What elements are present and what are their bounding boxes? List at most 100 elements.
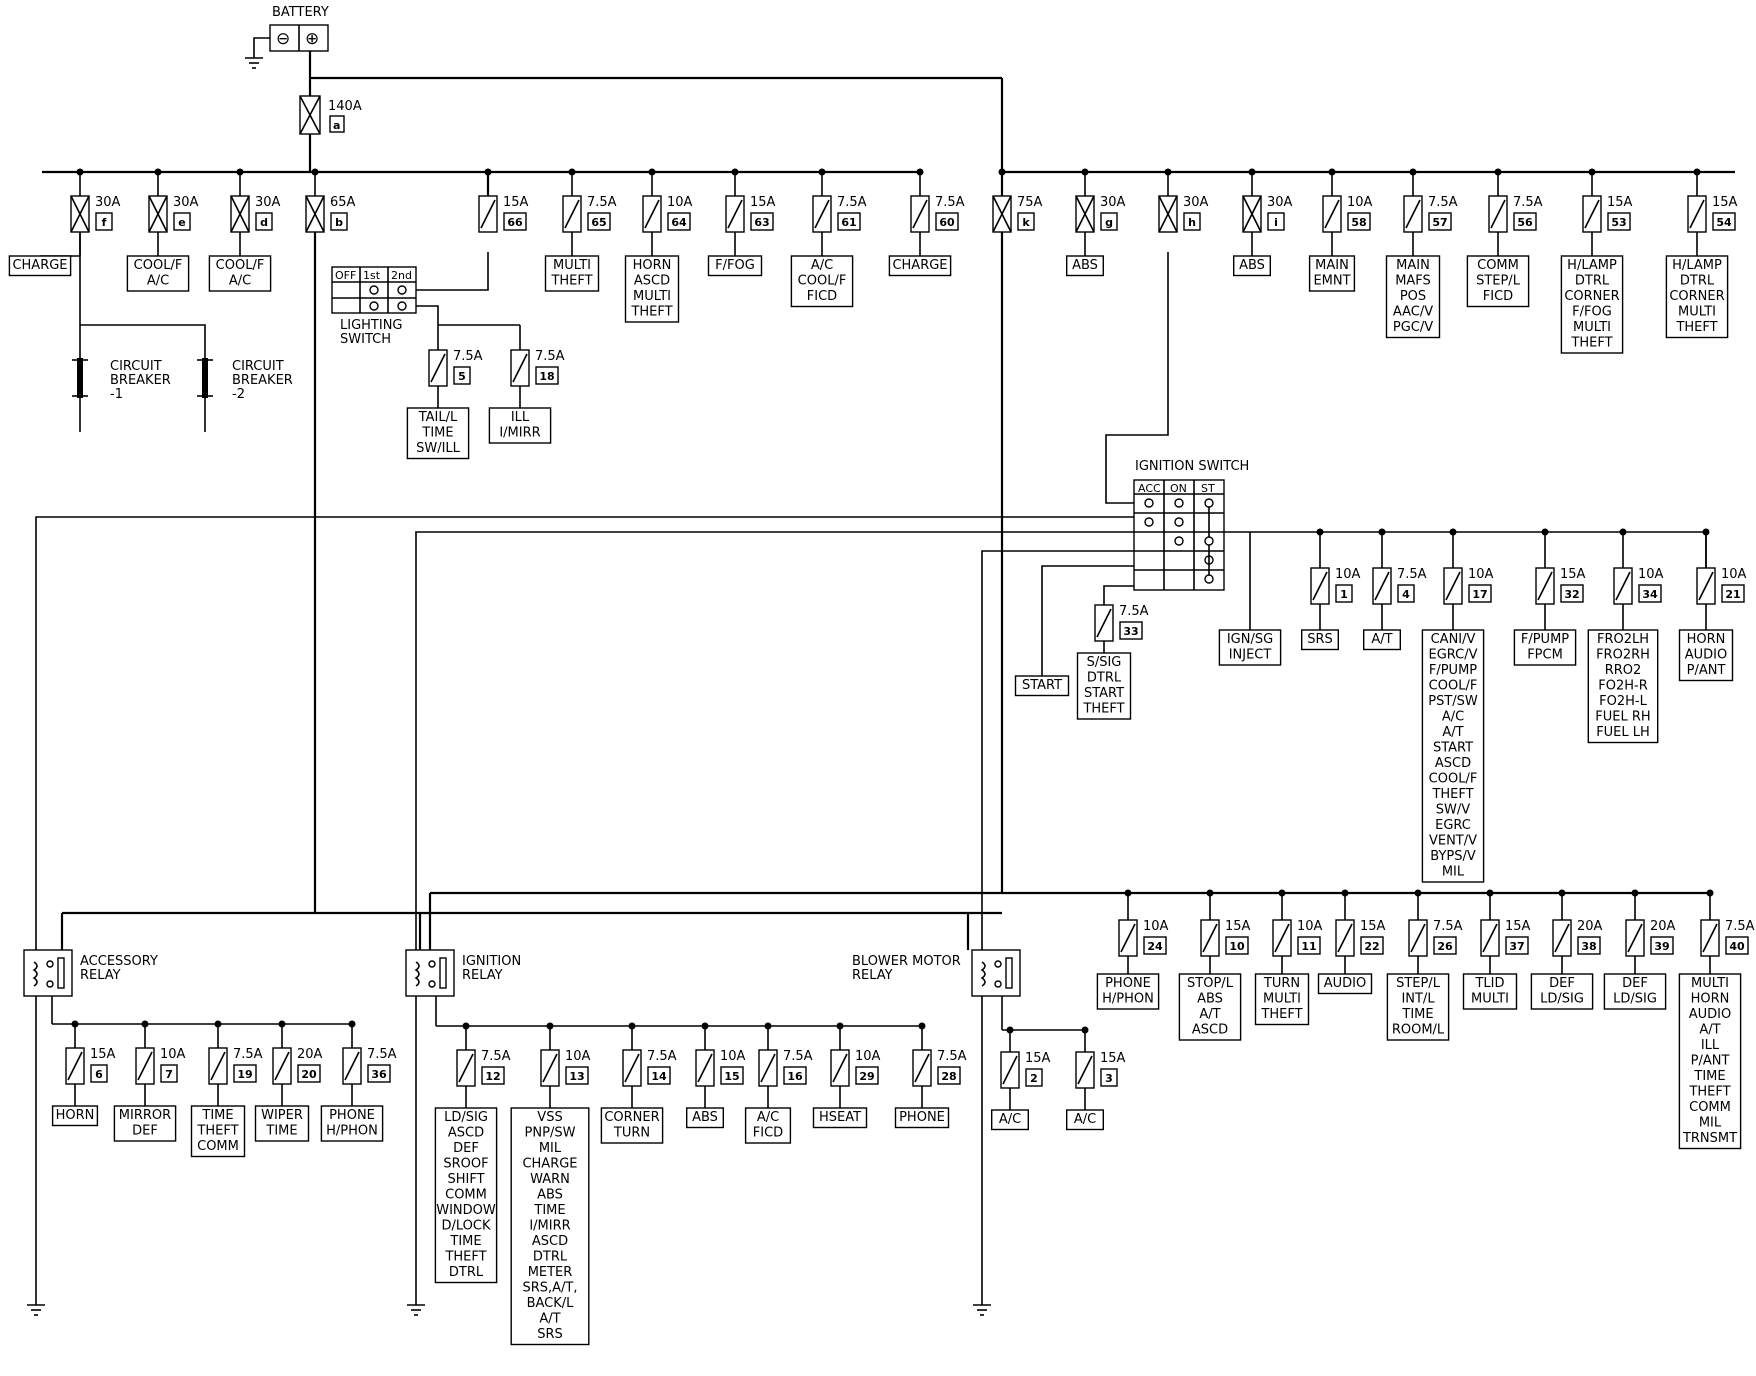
battery-title: BATTERY [272, 5, 329, 20]
fuse-id: 61 [841, 216, 856, 229]
load-box [488, 407, 552, 444]
load-box [113, 1105, 177, 1142]
fuse-4: 7.5A 4 [1372, 528, 1427, 630]
ignition-switch-header: ON [1170, 482, 1187, 495]
fuse-rating: 10A [667, 195, 693, 210]
fuse-rating: 10A [565, 1049, 591, 1064]
fuse-id: 7 [165, 1068, 173, 1081]
fuse-id: 15 [724, 1070, 739, 1083]
fuse-id: 19 [237, 1068, 252, 1081]
load-box [1254, 973, 1310, 1026]
load-box [1076, 652, 1132, 720]
fuse-id: 37 [1509, 940, 1524, 953]
fuse-id: 4 [1402, 588, 1410, 601]
fuse-id: 24 [1147, 940, 1163, 953]
fuse-rating: 10A [1638, 567, 1664, 582]
battery-minus-icon: ⊖ [276, 29, 290, 49]
load-box [790, 255, 854, 308]
load-box [1530, 973, 1594, 1010]
ground-icon [245, 57, 263, 69]
fuse-rating: 10A [1468, 567, 1494, 582]
fuse-id: 63 [754, 216, 769, 229]
load-label: A/C [1074, 1112, 1096, 1127]
lighting-switch-header: OFF [335, 269, 356, 282]
fuse-id: 56 [1517, 216, 1533, 229]
load-label: CHARGE [892, 258, 947, 273]
fuse-rating: 30A [173, 195, 199, 210]
fuse-id: e [178, 216, 185, 229]
ignition-switch-title: IGNITION SWITCH [1135, 459, 1249, 474]
fuse-id: 26 [1437, 940, 1453, 953]
fuse-rating: 7.5A [1513, 195, 1543, 210]
load-box [991, 1109, 1030, 1131]
load-box [1421, 629, 1485, 883]
fuse-rating: 7.5A [1397, 567, 1427, 582]
fuse-id: 66 [507, 216, 523, 229]
fuse-5: 7.5A5 [428, 349, 483, 408]
fuse-rating: 15A [1360, 919, 1386, 934]
fuse-rating: 15A [1505, 919, 1531, 934]
load-box [1513, 629, 1577, 666]
fuse-rating: 15A [1025, 1051, 1051, 1066]
fuse-id: 39 [1654, 940, 1669, 953]
fuse-id: 32 [1564, 588, 1579, 601]
circuit-breaker-2-icon [197, 358, 213, 398]
fuse-id: 21 [1725, 588, 1740, 601]
fuse-rating: 10A [1335, 567, 1361, 582]
load-box [624, 255, 680, 323]
fuse-id: f [102, 216, 107, 229]
load-label: SRS [1307, 632, 1333, 647]
load-box [208, 255, 272, 292]
fuse-rating: 7.5A [481, 1049, 511, 1064]
ground-icon [973, 1304, 991, 1316]
fuse-id: 28 [941, 1070, 956, 1083]
load-box [1096, 973, 1160, 1010]
fuse-id: 12 [485, 1070, 500, 1083]
fuse-rating: 30A [1267, 195, 1293, 210]
ignition-switch-header: ST [1201, 482, 1215, 495]
fuse-rating: 10A [160, 1047, 186, 1062]
load-box [1014, 675, 1070, 697]
fuse-id: 34 [1642, 588, 1658, 601]
main-wiring [42, 51, 1735, 950]
fuse-id: i [1274, 216, 1278, 229]
fuse-id: g [1105, 216, 1113, 229]
fuse-rating: 65A [330, 195, 356, 210]
lighting-switch-header: 2nd [391, 269, 412, 282]
fuse-id: 57 [1432, 216, 1447, 229]
fuse-rating: 15A [750, 195, 776, 210]
